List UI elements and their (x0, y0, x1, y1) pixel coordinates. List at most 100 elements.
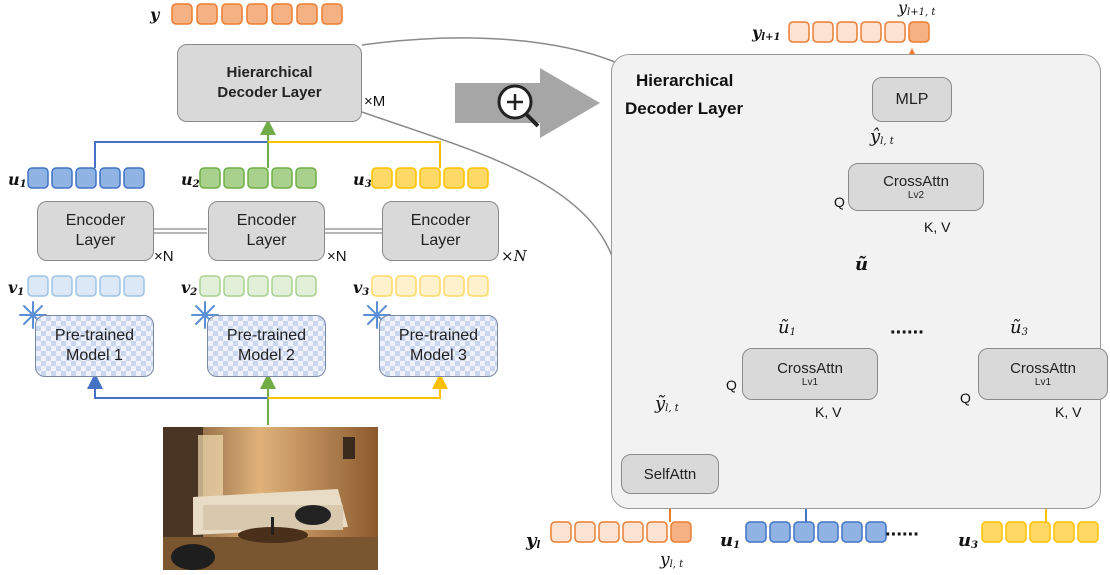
y-next-tokens (788, 21, 930, 43)
v1-tokens-token (27, 275, 49, 297)
v2-tokens-token (295, 275, 317, 297)
u3-tokens (371, 167, 489, 189)
u3-tilde-sub: 3 (1021, 327, 1028, 338)
v3-tokens-token (395, 275, 417, 297)
v2-tokens-token (199, 275, 221, 297)
v3-tokens-token (419, 275, 441, 297)
v1-tokens-token (123, 275, 145, 297)
panel-title-line1: Hierarchical (636, 71, 734, 90)
y-output-tokens-token (196, 3, 218, 25)
u3-bottom-tokens-token (1005, 521, 1027, 543)
u1-label: u1 (8, 170, 27, 190)
v3-tokens-token (467, 275, 489, 297)
zoom-connector-top (361, 37, 616, 63)
v2-tokens-token (247, 275, 269, 297)
y-next-t-sub: l+1, t (907, 7, 936, 18)
u1-tokens (27, 167, 145, 189)
y-l-tokens-token (574, 521, 596, 543)
y-output-tokens-token (171, 3, 193, 25)
y-next-t-label: yl+1, t (898, 0, 935, 18)
v3-label: v3 (353, 278, 369, 298)
y-l-label: yl (526, 530, 540, 551)
bottom-dots: ······ (885, 524, 920, 546)
y-output-tokens-token (271, 3, 293, 25)
model-1-line2: Model 1 (66, 347, 123, 364)
model-2-line1: Pre-trained (226, 327, 307, 344)
selfattn-label: SelfAttn (643, 465, 697, 483)
ytilde-letter: ỹ (655, 393, 666, 414)
y-next-label: yl+1 (752, 23, 780, 43)
v1-tokens-token (51, 275, 73, 297)
y-l-tokens-token (550, 521, 572, 543)
v2-tokens (199, 275, 317, 297)
u3-sub: 3 (364, 179, 372, 190)
y-output-tokens-token (296, 3, 318, 25)
y-next-tokens-token (860, 21, 882, 43)
u1-tokens-token (99, 167, 121, 189)
y-next-letter: y (752, 23, 762, 42)
ytilde-sub: l, t (665, 403, 679, 414)
v3-tokens (371, 275, 489, 297)
u2-tokens-token (247, 167, 269, 189)
y-l-tokens-token (622, 521, 644, 543)
lv1l-sub: Lv1 (801, 377, 819, 388)
encoder-links (153, 228, 382, 234)
v2-letter: v (181, 278, 191, 297)
u1-bottom-tokens-token (817, 521, 839, 543)
u3-tokens-token (443, 167, 465, 189)
encoder-2-repeat: ×N (327, 248, 347, 265)
image-to-model3 (268, 373, 448, 399)
v1-sub: 1 (17, 287, 25, 298)
encoder-2-line2: Layer (246, 232, 287, 249)
u2-letter: u (181, 170, 193, 189)
u1-bottom-tokens-token (769, 521, 791, 543)
u1-tokens-token (27, 167, 49, 189)
encoder-1-line1: Encoder (65, 212, 126, 229)
lv1-right-kv-label: K, V (1055, 404, 1082, 420)
y-next-tokens-token (788, 21, 810, 43)
y-l-tokens-token (598, 521, 620, 543)
panel-title-line2: Decoder Layer (625, 99, 744, 118)
v1-tokens-token (99, 275, 121, 297)
u1-tokens-token (123, 167, 145, 189)
u3-letter: u (353, 170, 365, 189)
image-to-model1 (87, 373, 269, 425)
y-next-tokens-token (836, 21, 858, 43)
u3b-sub: 3 (971, 540, 979, 551)
u2-sub: 2 (192, 179, 200, 190)
u1-tilde-sub: 1 (789, 327, 796, 338)
u3-bottom-label: u3 (958, 530, 978, 551)
lv1-left-q-label: Q (726, 377, 737, 393)
u3-label: u3 (353, 170, 372, 190)
selfattn-box: SelfAttn (621, 454, 719, 494)
u3-tokens-token (467, 167, 489, 189)
encoder-3-line2: Layer (420, 232, 461, 249)
u3-bottom-tokens-token (1029, 521, 1051, 543)
v2-tokens-token (223, 275, 245, 297)
lv2-q-label: Q (834, 194, 845, 210)
u1-bottom-tokens-token (745, 521, 767, 543)
model-3-line1: Pre-trained (398, 327, 479, 344)
v3-tokens-token (443, 275, 465, 297)
u2-label: u2 (181, 170, 200, 190)
y-next-tokens-token (908, 21, 930, 43)
decoder-box-line1: Hierarchical (226, 64, 313, 81)
y-l-tokens-token (670, 521, 692, 543)
decoder-repeat-label: ×M (364, 93, 386, 110)
yhat-letter: ŷ (870, 126, 881, 147)
model-2-line2: Model 2 (238, 347, 295, 364)
u1-tilde-label: ũ1 (778, 317, 796, 338)
u1-tokens-token (75, 167, 97, 189)
lv1-left-kv-label: K, V (815, 404, 842, 420)
y-lt-label: yl, t (660, 550, 683, 570)
lv1r-main: CrossAttn (1010, 360, 1076, 377)
v2-tokens-token (271, 275, 293, 297)
v3-sub: 3 (362, 287, 370, 298)
y-output-tokens-token (321, 3, 343, 25)
u1-bottom-tokens-token (793, 521, 815, 543)
u2-tokens-token (199, 167, 221, 189)
